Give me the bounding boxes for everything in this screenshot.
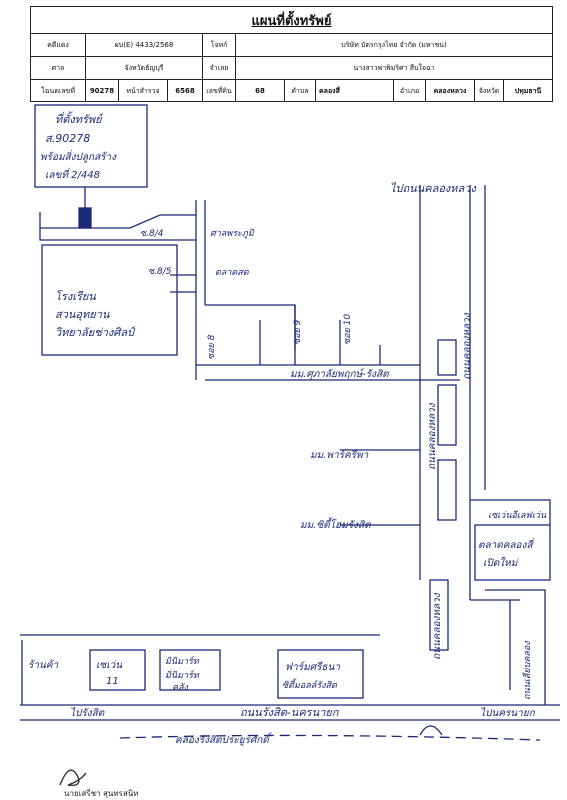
school-line-3: วิทยาลัยช่างศิลป์	[55, 326, 137, 339]
to-rangsit-label: ไปรังสิต	[70, 707, 105, 719]
soi-8-4-label: ซ.8/4	[140, 229, 164, 239]
seven-eleven-label: เซเว่นอีเลฟเว่น	[488, 510, 547, 521]
court-label: ศาล	[31, 57, 86, 79]
case-number: ผบ(E) 4433/2568	[86, 34, 203, 56]
east-road-label: ถนนเลียบคลอง	[522, 641, 533, 700]
province-label: จังหวัด	[475, 80, 504, 102]
village-2-label: มม.พาร์ครีพา	[310, 449, 369, 461]
case-label: คดีแดง	[31, 34, 86, 56]
defendant-label: จำเลย	[203, 57, 236, 79]
land-label: เลขที่ดิน	[203, 80, 236, 102]
shop-3-line-3: คลัง	[172, 682, 189, 693]
court-value: จังหวัดธัญบุรี	[86, 57, 203, 79]
property-marker	[78, 207, 92, 229]
tambon-label: ตำบล	[285, 80, 316, 102]
canal-label: คลองรังสิตประยูรศักดิ์	[175, 732, 272, 746]
tambon-value: คลองสี่	[316, 80, 394, 102]
deed-row: โฉนดเลขที่ 90278 หน้าสำรวจ 6568 เลขที่ดิ…	[31, 80, 552, 102]
amphoe-value: คลองหลวง	[426, 80, 475, 102]
market-block	[474, 524, 551, 581]
shrine-label: ศาลพระภูมิ	[210, 228, 255, 239]
property-box-deed: ส.90278	[45, 132, 90, 145]
shop-4-line-1: ฟาร์มศรีธนา	[285, 661, 340, 673]
market-line-2: เปิดใหม่	[483, 557, 519, 569]
road-label-top: ไปถนนคลองหลวง	[390, 182, 477, 195]
shop-2-line-1: เซเว่น	[96, 660, 123, 671]
village-1-label: มม.ศุภาลัยพฤกษ์-รังสิต	[290, 368, 389, 380]
shop-3-line-2: มินิมาร์ท	[165, 670, 200, 681]
property-info-table: แผนที่ตั้งทรัพย์ คดีแดง ผบ(E) 4433/2568 …	[30, 6, 553, 102]
shop-1-label: ร้านค้า	[28, 659, 59, 671]
to-nakhon-label: ไปนครนายก	[480, 707, 536, 719]
location-map: ที่ตั้งทรัพย์ ส.90278 พร้อมสิ่งปลูกสร้าง…	[20, 104, 560, 787]
shop-4-line-2: ซิตี้มอลล์รังสิต	[282, 678, 338, 691]
school-block	[41, 244, 178, 356]
shop-3-line-1: มินิมาร์ท	[165, 656, 200, 667]
amphoe-label: อำเภอ	[394, 80, 426, 102]
defendant-value: นางสาวพาพิมริศา สืบใจฉา	[353, 63, 435, 72]
province-value: ปทุมธานี	[514, 86, 542, 95]
case-row: คดีแดง ผบ(E) 4433/2568 โจทก์ บริษัท บัตร…	[31, 34, 552, 57]
school-line-1: โรงเรียน	[55, 290, 96, 303]
page-title: แผนที่ตั้งทรัพย์	[31, 7, 552, 34]
signature-scribble	[59, 769, 87, 787]
property-callout-box	[34, 104, 148, 188]
main-road-label-top: ถนนคลองหลวง	[462, 312, 473, 380]
land-number: 68	[236, 80, 285, 102]
court-row: ศาล จังหวัดธัญบุรี จำเลย นางสาวพาพิมริศา…	[31, 57, 552, 80]
main-road-label-low: ถนนคลองหลวง	[432, 592, 443, 660]
soi-8-label: ซอย 8	[207, 334, 217, 360]
plaintiff-value: บริษัท บัตรกรุงไทย จำกัด (มหาชน)	[341, 40, 447, 49]
property-box-address: เลขที่ 2/448	[45, 167, 100, 181]
bottom-road-label: ถนนรังสิต-นครนายก	[240, 706, 340, 719]
property-box-building: พร้อมสิ่งปลูกสร้าง	[40, 149, 117, 163]
deed-number: 90278	[86, 80, 119, 102]
deed-label: โฉนดเลขที่	[31, 80, 86, 102]
soi-9-label: ซอย 9	[293, 319, 303, 345]
village-3-label: มม.ซิตี้โฮมรังสิต	[300, 517, 371, 531]
shop-block-4	[277, 649, 364, 699]
soi-10-label: ซอย 10	[343, 314, 353, 345]
soi-8-5-label: ซ.8/5	[148, 267, 172, 277]
shop-2-line-2: 11	[106, 676, 119, 687]
fresh-market-label: ตลาดสด	[215, 268, 250, 278]
signature-name: นายเสรีชา สุนทรสนิท	[64, 789, 139, 798]
market-line-1: ตลาดคลองสี่	[478, 537, 535, 551]
survey-number: 6568	[168, 80, 203, 102]
shop-block-2	[89, 649, 146, 691]
plaintiff-label: โจทก์	[203, 34, 236, 56]
shop-block-3	[159, 649, 221, 691]
survey-label: หน้าสำรวจ	[119, 80, 168, 102]
school-line-2: สวนอุทยาน	[55, 308, 110, 321]
property-box-title: ที่ตั้งทรัพย์	[55, 111, 105, 126]
main-road-label-mid: ถนนคลองหลวง	[427, 402, 438, 470]
